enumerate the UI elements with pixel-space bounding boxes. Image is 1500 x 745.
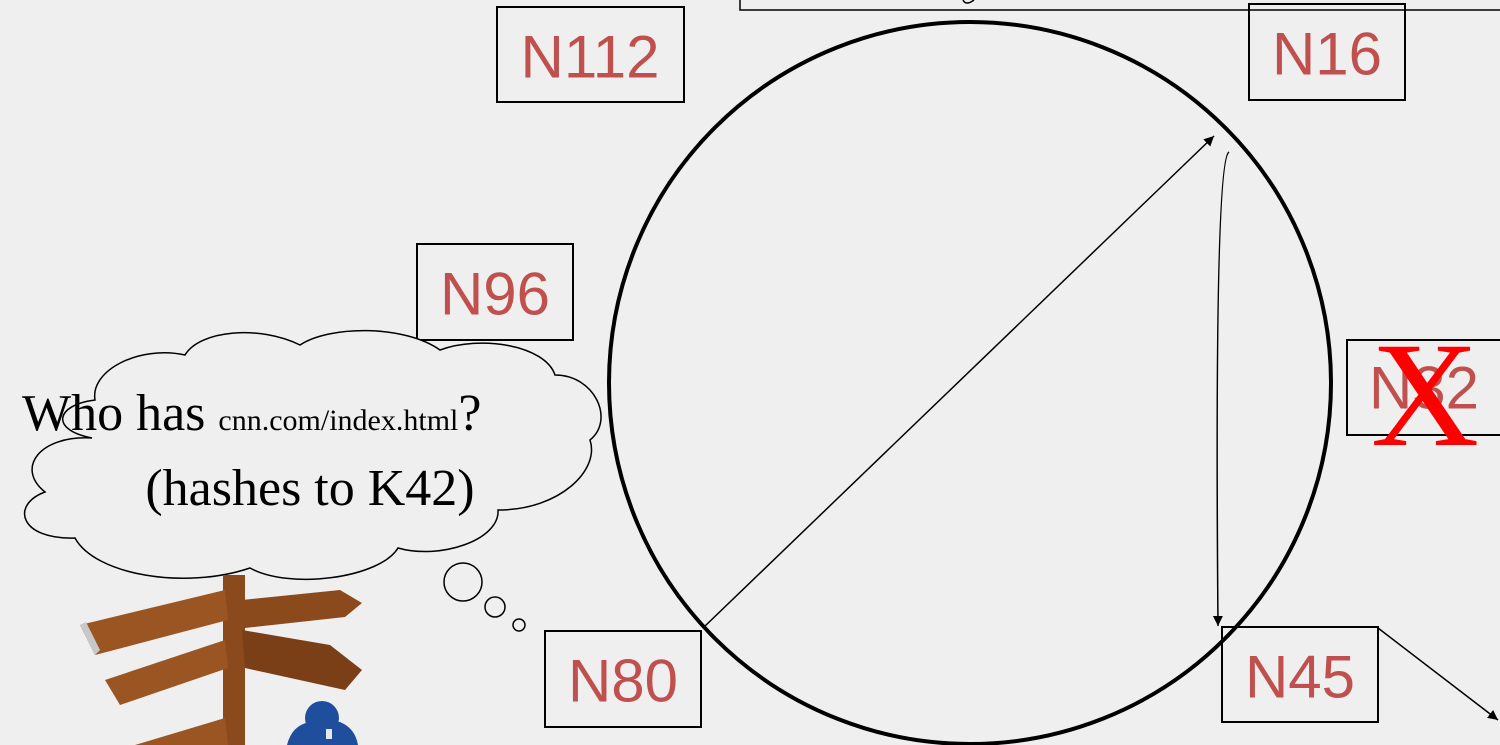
node-n16: N16: [1248, 3, 1406, 101]
node-box: [544, 630, 702, 728]
node-label: N112: [521, 24, 660, 91]
query-question-mark: ?: [458, 385, 481, 442]
thought-bubble-large: [443, 562, 483, 602]
query-url: cnn.com/index.html: [218, 404, 458, 437]
signpost-arm-left-tip: [80, 622, 100, 655]
node-label: N45: [1245, 644, 1355, 711]
thought-bubble-medium: [484, 596, 506, 618]
query-prefix: Who has: [22, 385, 218, 442]
query-line-2: (hashes to K42): [145, 460, 474, 517]
node-box: [416, 243, 574, 341]
node-n112: N112: [496, 6, 685, 103]
node-label: N80: [568, 648, 678, 715]
node-box: [1221, 626, 1379, 723]
person-icon: [287, 701, 358, 745]
node-n45: N45: [1221, 626, 1379, 723]
node-label: N16: [1272, 21, 1382, 88]
signpost-arm-bottom: [135, 718, 228, 745]
person-detail: [326, 729, 332, 739]
node-n32-failed: N32 X: [1346, 312, 1500, 478]
signpost-arm-right-upper: [242, 590, 362, 628]
signpost-icon: [80, 575, 362, 745]
query-line-1: Who has cnn.com/index.html?: [22, 385, 481, 442]
signpost-arm-left-lower: [105, 640, 228, 705]
chord-ring: [607, 20, 1333, 745]
node-box: [496, 6, 685, 103]
lookup-arrow-n16-to-n45: [1212, 151, 1230, 627]
failure-x-mark: X: [1371, 312, 1479, 478]
node-box: [1248, 3, 1406, 101]
top-partial-box: [739, 0, 1500, 11]
signpost-arm-right-lower: [242, 630, 362, 690]
thought-cloud: Who has cnn.com/index.html? (hashes to K…: [22, 329, 602, 632]
node-n80: N80: [544, 630, 702, 728]
thought-bubble-small: [512, 618, 526, 632]
cloud-shape: [23, 329, 602, 581]
node-label: N96: [440, 261, 550, 328]
lookup-arrow-n80-to-n16: [703, 135, 1215, 628]
lookup-arrow-n45-out: [1377, 627, 1499, 721]
person-body: [287, 722, 358, 745]
node-box: [1346, 339, 1500, 436]
node-n96: N96: [416, 243, 574, 341]
signpost-arm-left-upper: [80, 590, 228, 655]
signpost-pole: [223, 575, 245, 745]
node-label: N32: [1369, 355, 1479, 422]
top-partial-glyph: [962, 0, 975, 4]
